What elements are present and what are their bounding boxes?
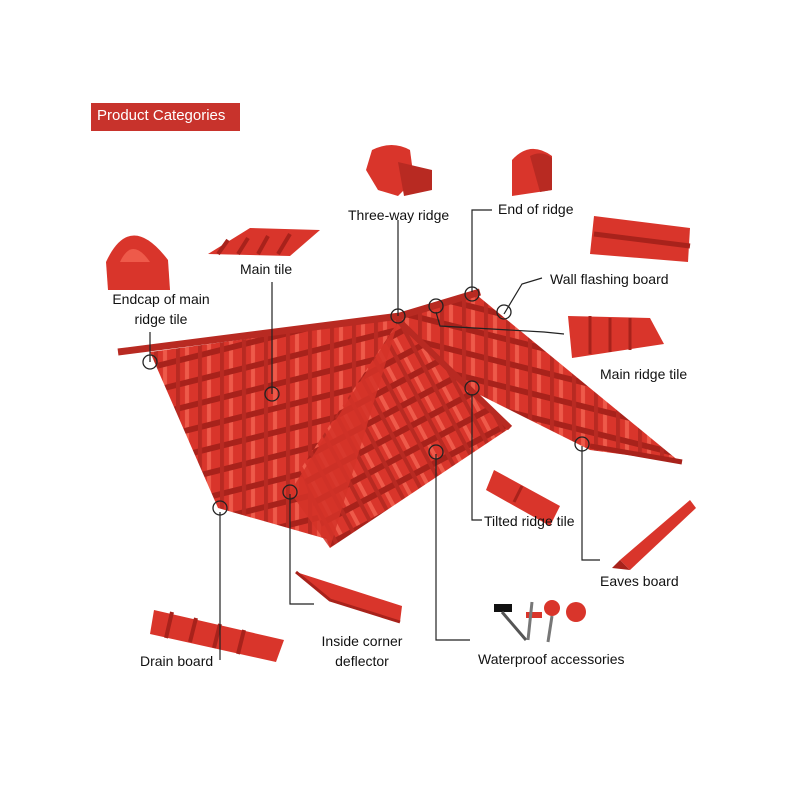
label-end-of-ridge: End of ridge [498, 201, 574, 217]
page-title: Product Categories [91, 103, 240, 129]
label-wall-flashing-board: Wall flashing board [550, 271, 669, 287]
label-main-tile: Main tile [240, 261, 293, 277]
endcap-product [106, 235, 170, 290]
callout-circles [142, 286, 590, 516]
leader-tilted-ridge [471, 394, 482, 521]
leader-end-of-ridge [471, 209, 492, 292]
main-tile-product [208, 228, 320, 256]
end-of-ridge-product [512, 148, 552, 196]
leader-eaves [581, 446, 600, 561]
tilted-ridge [395, 317, 513, 431]
leader-main-ridge-tile [435, 311, 565, 335]
label-endcap-line2: ridge tile [134, 311, 188, 327]
main-roof-right-slope [400, 296, 680, 462]
inside-corner-deflector-product [295, 570, 402, 624]
label-drain-board: Drain board [140, 653, 214, 669]
drain-board-product [150, 610, 284, 662]
main-ridge [117, 288, 482, 356]
leader-waterproof [435, 454, 470, 641]
label-endcap-line1: Endcap of main [112, 291, 210, 307]
leader-lines [149, 209, 600, 660]
wall-flashing-product [590, 216, 691, 262]
waterproof-accessories-product [494, 600, 586, 643]
eaves-board-product [612, 500, 696, 570]
gable-left-face [290, 322, 398, 548]
label-inside-corner-line2: deflector [335, 653, 389, 669]
three-way-ridge-product [366, 145, 432, 196]
eaves-edge [589, 443, 683, 465]
label-waterproof-accessories: Waterproof accessories [478, 651, 625, 667]
label-eaves-board: Eaves board [600, 573, 679, 589]
title-underline [91, 129, 240, 131]
label-main-ridge-tile: Main ridge tile [600, 366, 688, 382]
leader-wall-flashing [503, 277, 543, 315]
label-tilted-ridge-tile: Tilted ridge tile [484, 513, 575, 529]
leader-inside-corner [289, 494, 314, 605]
main-ridge-tile-product [568, 316, 664, 358]
label-three-way-ridge: Three-way ridge [348, 207, 450, 223]
tilted-ridge-tile-product [486, 470, 560, 526]
label-inside-corner-line1: Inside corner [321, 633, 403, 649]
